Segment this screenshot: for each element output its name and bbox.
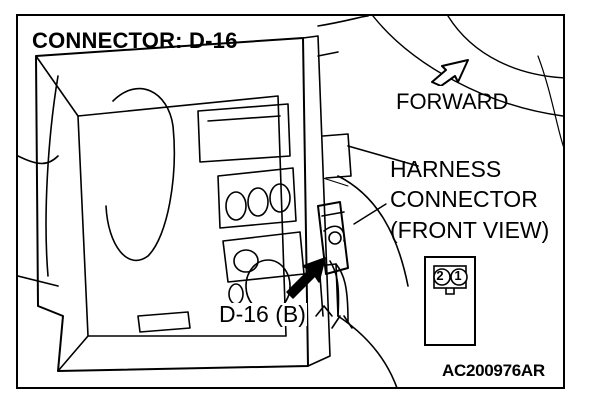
pointer-arrow-icon	[286, 257, 326, 299]
harness-label-line3: (FRONT VIEW)	[390, 217, 550, 243]
harness-label-line2: CONNECTOR	[390, 186, 538, 212]
forward-label: FORWARD	[396, 89, 509, 114]
connector-front-view	[424, 256, 476, 346]
pin-1-label: 1	[454, 268, 462, 283]
forward-arrow-icon	[431, 59, 469, 86]
pin-2-label: 2	[436, 268, 444, 283]
figure-code: AC200976AR	[442, 361, 545, 380]
harness-label-line1: HARNESS	[390, 156, 502, 182]
diagram-title: CONNECTOR: D-16	[32, 28, 238, 53]
diagram-frame: 2 1 CONNECTOR: D-16 FORWARD HARNESS CONN…	[16, 14, 565, 389]
connector-callout: D-16 (B)	[218, 301, 307, 327]
